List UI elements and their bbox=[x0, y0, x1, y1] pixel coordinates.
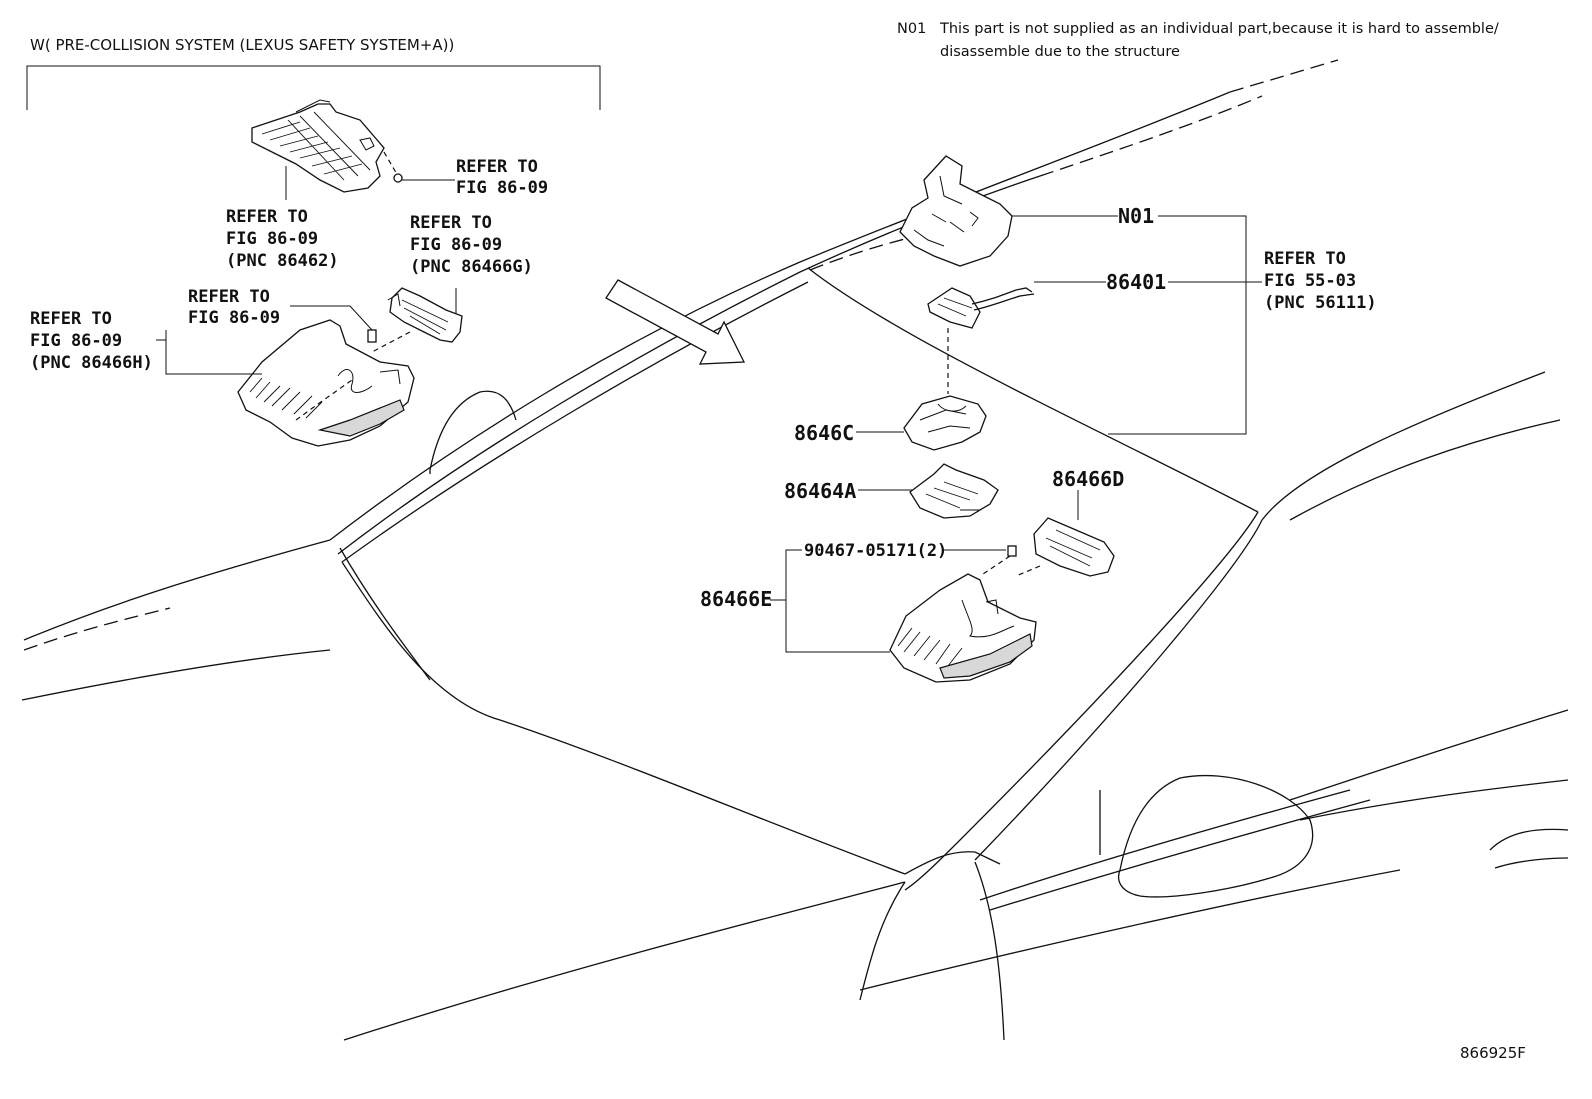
inset-camera-module bbox=[251, 99, 385, 193]
nut-icon bbox=[393, 173, 403, 183]
bracket-86464a bbox=[909, 463, 999, 519]
dash-line bbox=[979, 555, 1041, 577]
ref-label-clip: REFER TO bbox=[188, 287, 270, 307]
part-label-86466d: 86466D bbox=[1052, 467, 1124, 491]
dash-line bbox=[371, 331, 411, 353]
ref-label-camera: REFER TO bbox=[456, 157, 538, 177]
part-label-8646c: 8646C bbox=[794, 421, 854, 445]
sensor-86401 bbox=[927, 287, 1035, 329]
drawing-id: 866925F bbox=[1460, 1044, 1526, 1062]
leader-bracket bbox=[785, 549, 890, 653]
ref-fig-clip: FIG 86-09 bbox=[188, 308, 280, 328]
ref-label-sensor: REFER TO bbox=[1264, 249, 1346, 269]
leader-line bbox=[290, 305, 373, 331]
ref-fig-sensor: FIG 55-03 bbox=[1264, 271, 1356, 291]
bracket-8646c bbox=[903, 395, 987, 451]
ref-fig-module: FIG 86-09 bbox=[226, 229, 318, 249]
leader-bracket bbox=[1108, 215, 1247, 435]
leader-bracket bbox=[165, 330, 262, 375]
ref-pnc-56111: (PNC 56111) bbox=[1264, 293, 1377, 313]
part-label-86401: 86401 bbox=[1106, 270, 1166, 294]
cover-86466e bbox=[889, 573, 1037, 683]
clip-icon bbox=[367, 329, 377, 343]
variant-title: W( PRE-COLLISION SYSTEM (LEXUS SAFETY SY… bbox=[30, 36, 454, 54]
ref-fig-cover: FIG 86-09 bbox=[30, 331, 122, 351]
part-label-90467: 90467-05171(2) bbox=[804, 541, 947, 561]
note-code: N01 bbox=[897, 21, 926, 37]
ref-label-cover: REFER TO bbox=[30, 309, 112, 329]
inset-cover bbox=[237, 319, 415, 447]
ref-pnc-86462: (PNC 86462) bbox=[226, 251, 339, 271]
part-label-n01: N01 bbox=[1118, 204, 1154, 228]
note-line-2: disassemble due to the structure bbox=[940, 44, 1180, 60]
note-line-1: This part is not supplied as an individu… bbox=[939, 21, 1499, 37]
ref-pnc-86466h: (PNC 86466H) bbox=[30, 353, 153, 373]
mount-n01 bbox=[899, 155, 1013, 267]
part-label-86466e: 86466E bbox=[700, 587, 772, 611]
inset-bracket bbox=[387, 287, 463, 343]
variant-bracket bbox=[26, 65, 601, 110]
ref-label-module: REFER TO bbox=[226, 207, 308, 227]
ref-pnc-86466g: (PNC 86466G) bbox=[410, 257, 533, 277]
ref-label-bracket: REFER TO bbox=[410, 213, 492, 233]
ref-fig-camera: FIG 86-09 bbox=[456, 178, 548, 198]
view-arrow-icon bbox=[605, 279, 746, 365]
clip-90467-icon bbox=[1007, 545, 1017, 557]
dash-line bbox=[383, 151, 399, 177]
car-body-outline bbox=[21, 59, 1569, 1041]
bracket-86466d bbox=[1033, 517, 1115, 577]
ref-fig-bracket: FIG 86-09 bbox=[410, 235, 502, 255]
part-label-86464a: 86464A bbox=[784, 479, 856, 503]
